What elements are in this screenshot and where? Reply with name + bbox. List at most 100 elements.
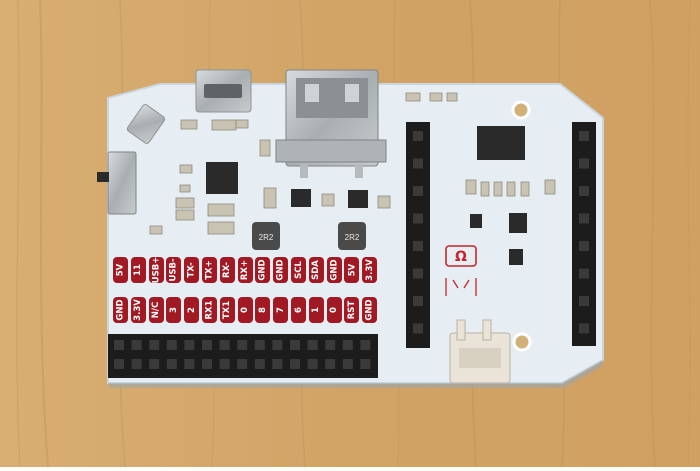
header-pin-hole xyxy=(413,131,423,141)
pin-label-top: 3.3V xyxy=(362,257,378,283)
pin-label-top: RX- xyxy=(219,257,235,283)
pcb-shadow xyxy=(108,360,603,388)
header-pin-hole xyxy=(579,323,589,334)
header-pin-hole xyxy=(579,268,589,279)
header-pin-hole xyxy=(290,340,300,350)
sot-chip xyxy=(470,214,482,228)
micro-usb-connector xyxy=(195,69,252,113)
pin-label-top: 5V xyxy=(113,257,128,283)
mounting-hole xyxy=(512,332,532,352)
mounting-hole xyxy=(511,100,531,120)
sot-chip xyxy=(509,213,527,233)
pin-label-bottom: GND xyxy=(362,297,378,323)
header-pin-hole xyxy=(342,359,353,369)
header-pin-hole xyxy=(184,359,195,369)
header-pin-hole xyxy=(237,340,248,350)
inductor: 2R2 xyxy=(338,222,366,250)
usb-a-connector xyxy=(275,69,387,178)
pin-label-bottom: GND xyxy=(113,297,128,323)
header-pin-hole xyxy=(219,340,230,350)
pin-label-bottom: N/C xyxy=(148,297,164,323)
sot-chip xyxy=(291,189,311,207)
right-vertical-header xyxy=(572,122,596,346)
pin-label-bottom: 3.3V xyxy=(130,297,146,323)
pin-label-bottom: RST xyxy=(344,297,360,323)
pin-label-bottom: RX1 xyxy=(202,297,217,323)
pin-label-bottom: 6 xyxy=(291,297,306,323)
header-pin-hole xyxy=(579,241,589,251)
pin-label-bottom: 0 xyxy=(237,297,253,323)
header-pin-hole xyxy=(254,359,265,369)
inductor-marking: 2R2 xyxy=(345,233,360,242)
left-vertical-header xyxy=(406,122,430,348)
pin-label-top: GND xyxy=(255,257,271,283)
sot-chip xyxy=(348,190,368,208)
header-pin-hole xyxy=(202,340,212,350)
inductor-marking: 2R2 xyxy=(259,233,274,242)
pin-label-top: SDA xyxy=(308,257,324,283)
pin-label-bottom: TX1 xyxy=(219,297,235,323)
header-pin-hole xyxy=(342,340,353,350)
pin-label-top: USB+ xyxy=(148,257,164,283)
header-pin-hole xyxy=(360,340,371,350)
header-pin-hole xyxy=(131,340,142,350)
header-pin-hole xyxy=(131,359,142,369)
header-pin-hole xyxy=(360,359,371,369)
pin-label-bottom: 0 xyxy=(326,297,342,323)
pin-label-top: RX+ xyxy=(237,257,253,283)
reset-button xyxy=(126,104,166,144)
pin-label-bottom: 7 xyxy=(273,297,289,323)
header-pin-hole xyxy=(579,213,589,224)
header-pin-hole xyxy=(219,359,230,369)
jst-connector xyxy=(449,319,511,384)
header-pin-hole xyxy=(272,340,283,350)
tssop-chip xyxy=(477,126,525,160)
pin-label-top: 11 xyxy=(130,257,146,283)
pin-headers xyxy=(108,122,596,378)
header-pin-hole xyxy=(579,296,589,306)
header-pin-hole xyxy=(290,359,300,369)
header-pin-hole xyxy=(166,340,177,350)
header-pin-hole xyxy=(413,296,423,306)
header-pin-hole xyxy=(413,158,423,169)
sot-chip xyxy=(509,249,523,265)
passive-components xyxy=(149,92,556,235)
header-pin-hole xyxy=(202,359,212,369)
header-pin-hole xyxy=(307,340,318,350)
inductor: 2R2 xyxy=(252,222,280,250)
pin-label-top: 5V xyxy=(344,257,360,283)
pin-label-top: TX- xyxy=(184,257,200,283)
header-pin-hole xyxy=(413,241,423,251)
header-pin-hole xyxy=(307,359,318,369)
header-pin-hole xyxy=(325,359,336,369)
header-pin-hole xyxy=(579,186,589,196)
header-pin-hole xyxy=(413,268,423,279)
slide-switch xyxy=(97,151,137,215)
omega-symbol: Ω xyxy=(455,249,467,265)
header-pin-hole xyxy=(149,359,160,369)
qfn-chip xyxy=(206,162,238,194)
header-pin-hole xyxy=(237,359,248,369)
header-pin-hole xyxy=(413,186,423,196)
header-pin-hole xyxy=(272,359,283,369)
header-pin-hole xyxy=(114,359,124,369)
header-pin-hole xyxy=(114,340,124,350)
pin-label-top: GND xyxy=(326,257,342,283)
header-pin-hole xyxy=(254,340,265,350)
header-pin-hole xyxy=(579,131,589,141)
header-pin-hole xyxy=(166,359,177,369)
pin-label-bottom: 8 xyxy=(255,297,271,323)
header-pin-hole xyxy=(149,340,160,350)
header-pin-hole xyxy=(413,323,423,334)
pin-label-bottom: 2 xyxy=(184,297,200,323)
pin-label-top: TX+ xyxy=(202,257,217,283)
omega-logo: Ω xyxy=(445,245,477,296)
header-pin-hole xyxy=(579,158,589,169)
header-pin-hole xyxy=(413,213,423,224)
pin-label-top: USB- xyxy=(166,257,182,283)
header-pin-hole xyxy=(325,340,336,350)
pin-label-bottom: 1 xyxy=(308,297,324,323)
header-pin-hole xyxy=(184,340,195,350)
